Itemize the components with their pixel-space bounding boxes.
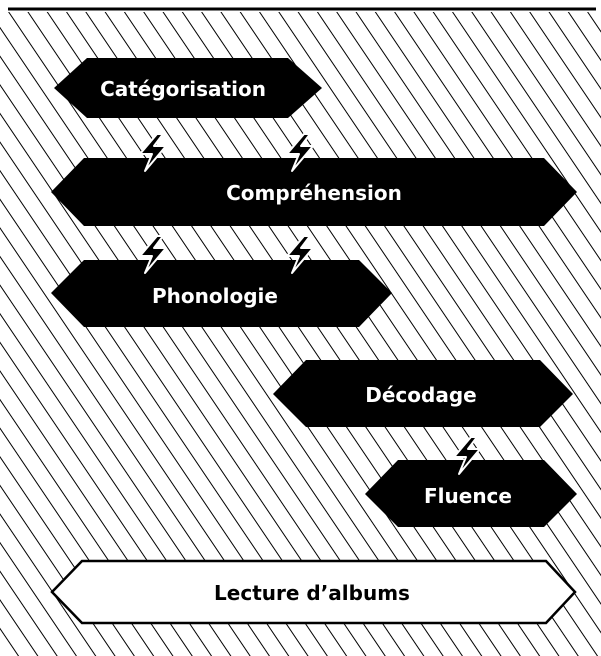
lightning-bolt-icon — [139, 133, 167, 172]
block-fluence: Fluence — [365, 460, 577, 527]
block-label-decodage: Décodage — [365, 383, 476, 407]
block-label-categorisation: Catégorisation — [100, 77, 266, 101]
block-comprehension: Compréhension — [51, 158, 577, 226]
lightning-bolt-icon — [286, 235, 314, 274]
block-decodage: Décodage — [273, 360, 573, 427]
lightning-bolt-icon — [453, 436, 481, 475]
block-label-comprehension: Compréhension — [226, 181, 402, 205]
block-lecture-albums: Lecture d’albums — [50, 559, 577, 625]
block-label-lecture-albums: Lecture d’albums — [214, 581, 410, 605]
block-categorisation: Catégorisation — [54, 58, 322, 118]
block-phonologie: Phonologie — [51, 260, 392, 327]
lightning-bolt-icon — [286, 133, 314, 172]
block-label-phonologie: Phonologie — [152, 284, 278, 308]
hatched-background — [0, 12, 601, 656]
block-label-fluence: Fluence — [424, 484, 512, 508]
lightning-bolt-icon — [139, 235, 167, 274]
